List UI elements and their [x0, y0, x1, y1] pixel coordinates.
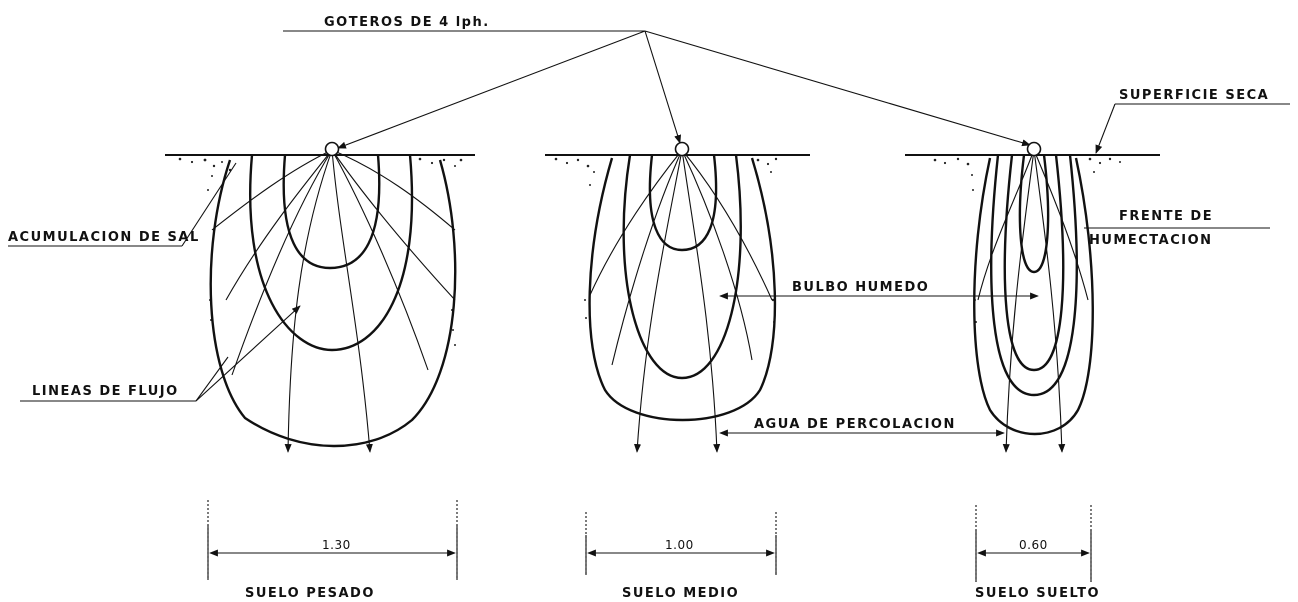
medium-soil-bulb: [545, 141, 810, 453]
heavy-soil-width: 1.30: [322, 538, 351, 552]
soil-texture: [554, 157, 778, 323]
dry-surface-label: SUPERFICIE SECA: [1119, 88, 1269, 103]
drippers-callout: GOTEROS DE 4 lph.: [283, 15, 1031, 149]
percolation-callout: AGUA DE PERCOLACION: [719, 417, 1005, 437]
light-soil-width: 0.60: [1019, 538, 1048, 552]
wet-bulb-callout: BULBO HUMEDO: [719, 280, 1039, 300]
flow-lines-callout: LINEAS DE FLUJO: [20, 305, 301, 402]
light-soil-dimension: 0.60 SUELO SUELTO: [975, 505, 1100, 601]
salt-accumulation-callout: ACUMULACION DE SAL: [8, 162, 237, 247]
heavy-soil-bulb: [165, 141, 475, 453]
dripper-icon: [324, 141, 340, 157]
heavy-soil-name: SUELO PESADO: [245, 586, 375, 601]
drippers-label: GOTEROS DE 4 lph.: [324, 15, 490, 30]
wet-bulb-label: BULBO HUMEDO: [792, 280, 929, 295]
soil-texture: [178, 157, 463, 346]
wetting-front-label-line2: HUMECTACION: [1089, 233, 1213, 248]
medium-soil-name: SUELO MEDIO: [622, 586, 739, 601]
medium-soil-dimension: 1.00 SUELO MEDIO: [585, 512, 777, 601]
salt-accumulation-label: ACUMULACION DE SAL: [8, 230, 200, 245]
wetting-front-callout: FRENTE DE HUMECTACION: [1084, 209, 1270, 248]
light-soil-bulb: [905, 141, 1160, 453]
percolation-label: AGUA DE PERCOLACION: [754, 417, 956, 432]
soil-texture: [933, 157, 1121, 323]
dry-surface-callout: SUPERFICIE SECA: [1095, 88, 1290, 154]
dripper-icon: [1026, 141, 1042, 157]
flow-lines-label: LINEAS DE FLUJO: [32, 384, 179, 399]
wetting-front-label-line1: FRENTE DE: [1119, 209, 1213, 224]
light-soil-name: SUELO SUELTO: [975, 586, 1100, 601]
dripper-icon: [674, 141, 690, 157]
medium-soil-width: 1.00: [665, 538, 694, 552]
heavy-soil-dimension: 1.30 SUELO PESADO: [207, 500, 458, 601]
